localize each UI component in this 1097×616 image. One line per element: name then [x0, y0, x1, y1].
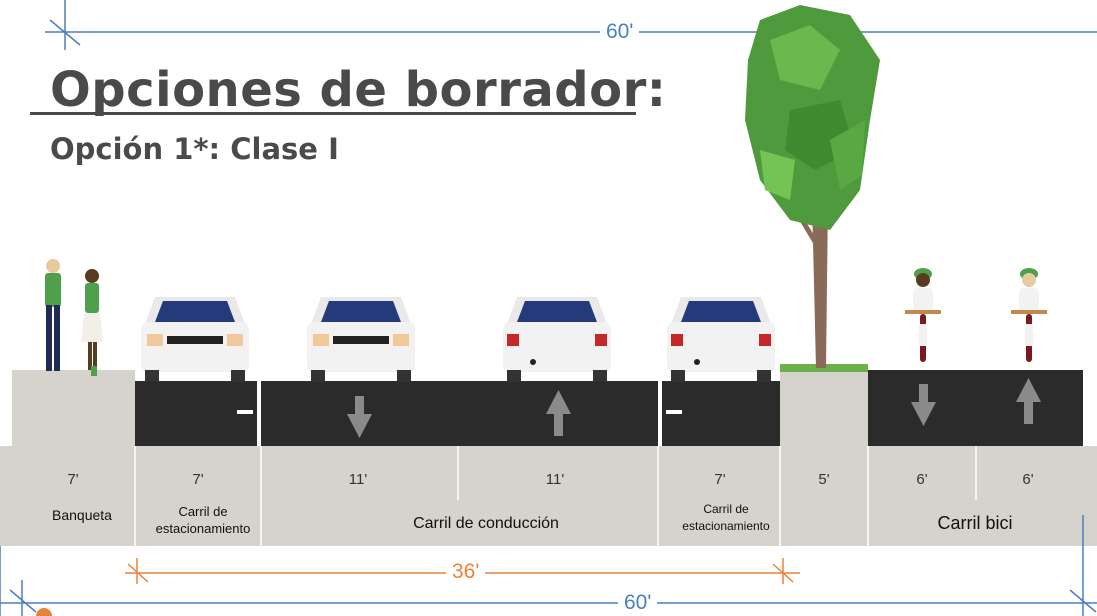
planter-strip [780, 368, 868, 546]
car-icon [141, 297, 249, 382]
parking-tick-right [666, 410, 682, 414]
dimension-line-top [45, 0, 1097, 50]
lane-label-driving: Carril de conducción [413, 515, 559, 532]
segment-width: 7' [67, 471, 79, 488]
lane-label-parking-right-1: Carril de [703, 502, 749, 516]
segment-width: 6' [1022, 471, 1034, 488]
segment-width: 11' [545, 471, 565, 488]
dimension-label-bottom: 60' [618, 592, 658, 613]
parking-lane-left [135, 381, 257, 446]
lane-label-parking-right-2: estacionamiento [682, 519, 770, 533]
option-subtitle: Opción 1*: Clase I [50, 132, 339, 166]
arrow-up-icon [1016, 378, 1041, 424]
dimension-label-top: 60' [600, 21, 640, 42]
pedestrian-icon [45, 259, 61, 371]
title-underline [30, 112, 636, 115]
car-icon [667, 297, 775, 382]
car-icon [503, 297, 611, 382]
page-title: Opciones de borrador: [50, 62, 667, 118]
lane-label-bike: Carril bici [937, 513, 1013, 533]
lane-label-parking-left-1: Carril de [178, 504, 228, 519]
dimension-line-bottom [0, 515, 1097, 616]
segment-width: 7' [714, 471, 726, 488]
sidewalk-left [12, 370, 135, 546]
driving-lanes [261, 381, 658, 446]
segment-width: 7' [192, 471, 204, 488]
segment-width: 5' [818, 471, 830, 488]
pedestrian-icon [81, 269, 103, 376]
lane-label-parking-left-2: estacionamiento [155, 521, 251, 536]
arrow-down-icon [911, 384, 936, 426]
arrow-down-icon [347, 396, 372, 438]
parking-tick-left [237, 410, 253, 414]
cyclist-icon [905, 268, 941, 362]
ground-band [0, 446, 1097, 546]
arrow-up-icon [546, 390, 571, 436]
dimension-label-36: 36' [446, 561, 486, 582]
car-icon [307, 297, 415, 382]
lane-label-sidewalk: Banqueta [52, 507, 112, 523]
corner-marker [36, 608, 52, 616]
tree-icon [745, 5, 880, 368]
cyclist-icon [1011, 268, 1047, 362]
segment-width: 6' [916, 471, 928, 488]
segment-dividers [134, 446, 977, 546]
segment-width: 11' [348, 471, 368, 488]
bike-lanes [868, 370, 1083, 446]
